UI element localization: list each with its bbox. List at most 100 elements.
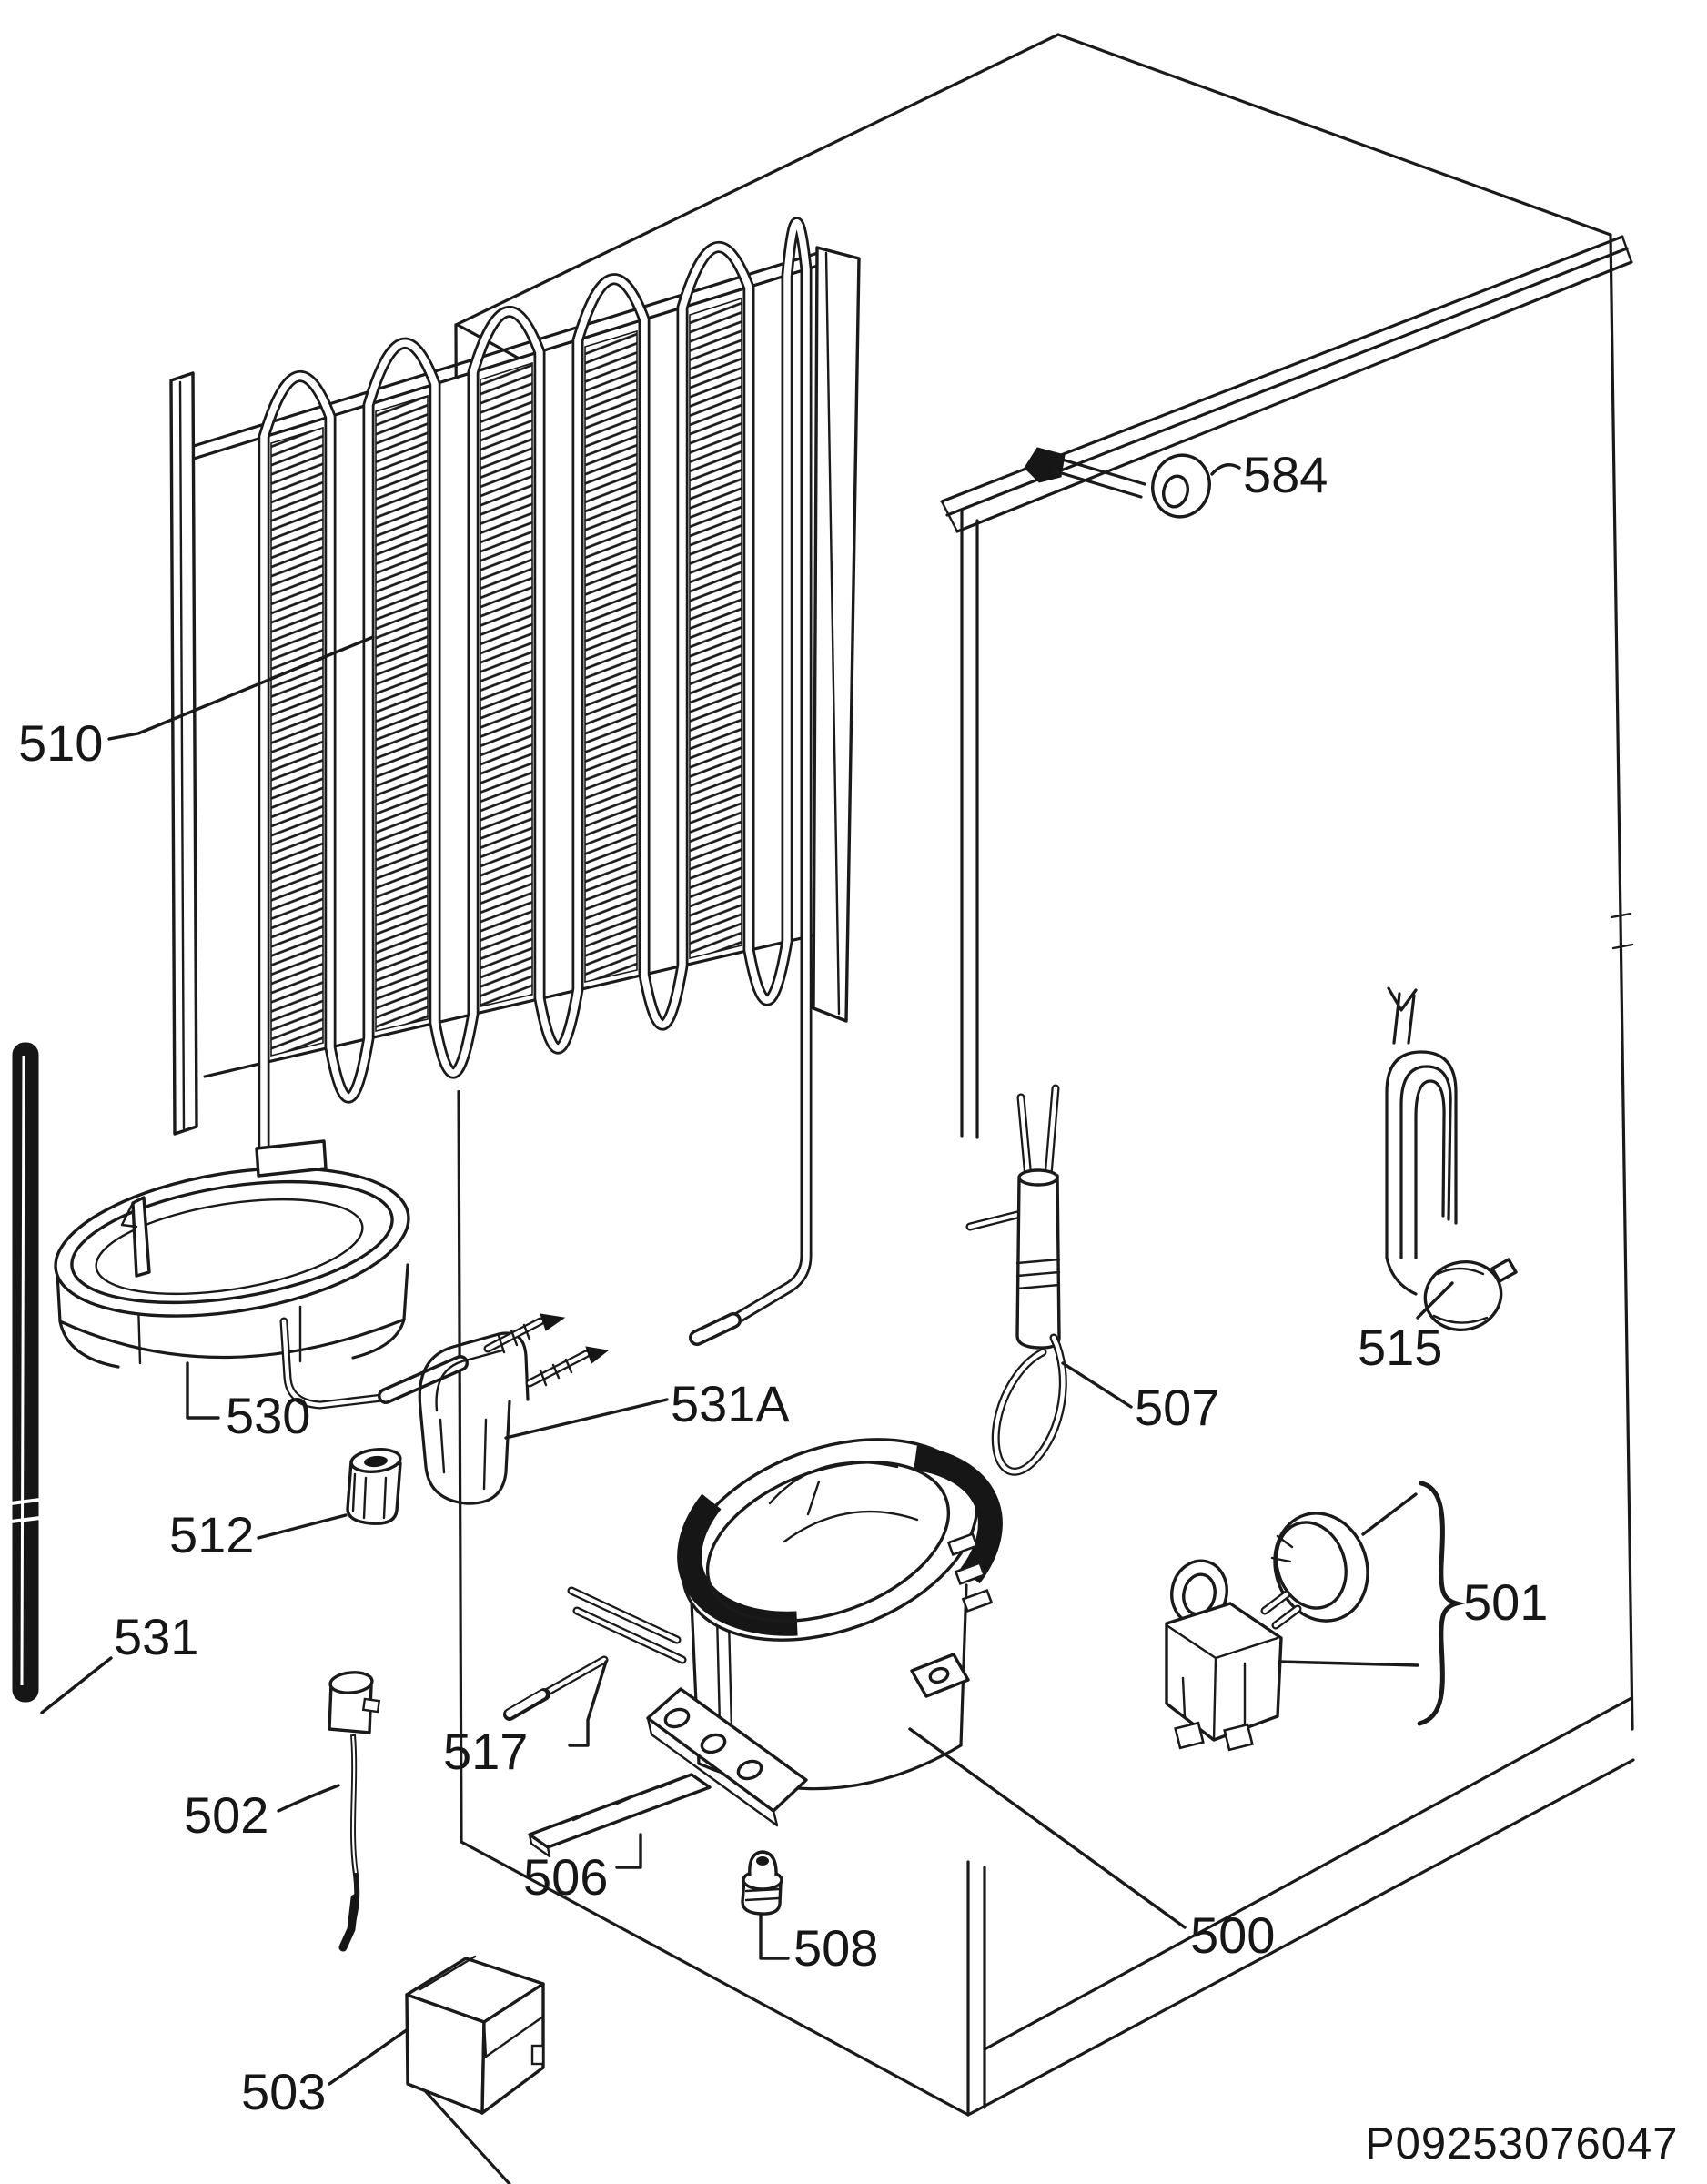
- leader-584: [1210, 463, 1241, 476]
- sensor-stem: [1054, 457, 1146, 499]
- label-531A: 531A: [671, 1375, 790, 1432]
- compressor-rim-outer: [681, 1438, 979, 1642]
- clip-screw-2-threads: [539, 1358, 573, 1387]
- leader-517: [568, 1660, 608, 1747]
- foot-hole-3: [736, 1759, 763, 1781]
- evaporator-510: [169, 223, 861, 1346]
- pipe-clip-531A: [418, 1313, 610, 1505]
- defrost-heater-515: [1385, 986, 1518, 1332]
- capillary-rod-517: [503, 1655, 609, 1721]
- evaporator-fins: [270, 297, 742, 1057]
- bushing-508: [741, 1850, 783, 1916]
- compressor-stub-2-inner: [574, 1608, 685, 1663]
- drier-loop-inner: [994, 1335, 1066, 1474]
- clip-saddle-inner: [435, 1349, 504, 1412]
- sensor-502: [328, 1671, 381, 1952]
- starter-relay-kit-501: [1165, 1481, 1466, 1752]
- tube-joint: [10, 1498, 41, 1523]
- starter-pin-2-inner: [1273, 1606, 1300, 1628]
- bushing-hole: [756, 1856, 769, 1866]
- leader-501-lower: [1278, 1660, 1419, 1667]
- leader-512: [257, 1513, 348, 1540]
- tube-highlight: [20, 1055, 25, 1686]
- tray-bottom-edge: [58, 1318, 406, 1360]
- drier-prong-2-inner: [1045, 1086, 1058, 1178]
- drier-top: [1017, 1168, 1059, 1187]
- heater-wire-split: [1387, 986, 1418, 1012]
- suction-tube-tip-inner: [692, 1315, 739, 1343]
- mount-bar-506: [528, 1773, 712, 1858]
- drier-grooves: [1015, 1258, 1061, 1290]
- cabinet-top-right-edge: [1056, 33, 1612, 237]
- heater-wires: [1392, 992, 1416, 1045]
- leader-507: [1061, 1361, 1133, 1409]
- label-510: 510: [18, 714, 103, 772]
- relay-body: [1165, 1602, 1283, 1742]
- compressor-stub-1-inner: [569, 1588, 680, 1643]
- rod-tip-inner: [506, 1691, 546, 1717]
- leader-515: [1416, 1281, 1454, 1320]
- evaporator-left-end-bar-line: [178, 380, 186, 1130]
- sensor-ring-hole: [1161, 474, 1190, 509]
- foot-hole-1: [663, 1707, 691, 1729]
- bushing-grooves: [744, 1887, 781, 1902]
- bar-depth: [528, 1833, 551, 1858]
- grommet-hatch: [351, 1472, 388, 1520]
- label-584: 584: [1243, 446, 1328, 503]
- grommet-512: [346, 1448, 402, 1525]
- label-508: 508: [793, 1919, 878, 1977]
- evaporator-right-end-plate: [812, 246, 861, 1023]
- leader-531: [40, 1656, 113, 1714]
- box-tab: [530, 2044, 545, 2066]
- leader-531A: [504, 1398, 669, 1440]
- label-531: 531: [114, 1608, 198, 1665]
- thermostat-sensor-584: [1024, 447, 1211, 519]
- drip-tray-530: [54, 1139, 469, 1410]
- clip-screw-1-threads: [497, 1323, 531, 1354]
- clip-screw-2-shaft-inner: [527, 1351, 589, 1386]
- compressor-500: [567, 1438, 1003, 1827]
- label-515: 515: [1358, 1319, 1442, 1376]
- tube-body: [12, 1042, 39, 1703]
- clip-saddle-outer: [418, 1331, 530, 1410]
- label-503: 503: [241, 2063, 326, 2120]
- label-501: 501: [1463, 1573, 1548, 1631]
- footer-part-code: P09253076047: [1365, 2119, 1678, 2169]
- compressor-nub-1: [946, 1532, 979, 1557]
- evaporator-left-end-bar: [169, 371, 198, 1136]
- bar-body: [528, 1773, 712, 1849]
- label-512: 512: [169, 1506, 254, 1563]
- heater-coil-outer: [1385, 1050, 1458, 1259]
- evaporator-bottom-rail: [203, 933, 819, 1078]
- evaporator-right-end-plate-line: [824, 251, 841, 1016]
- evaporator-top-rail-b: [180, 250, 823, 451]
- box-lid-lines: [419, 1955, 545, 2058]
- tray-post: [131, 1196, 151, 1278]
- grommet-hole: [364, 1455, 388, 1468]
- leader-506: [615, 1833, 642, 1869]
- label-502: 502: [184, 1786, 268, 1844]
- compressor-foot-plate-depth: [646, 1716, 779, 1827]
- sensor-cap: [328, 1671, 374, 1694]
- label-506: 506: [523, 1848, 608, 1906]
- leader-508: [759, 1913, 790, 1960]
- heater-plug: [1423, 1259, 1503, 1332]
- cabinet-right-edge: [1609, 233, 1634, 1731]
- sensor-flag: [1024, 447, 1066, 483]
- heater-plug-lines: [1432, 1267, 1489, 1324]
- tray-hook-arm-inner: [281, 1319, 385, 1408]
- compressor-nub-2: [954, 1561, 986, 1586]
- relay-body-lines: [1165, 1623, 1279, 1742]
- heater-coil-lead: [1385, 1256, 1418, 1296]
- sensor-wire-tip: [338, 1894, 359, 1952]
- heater-coil-inner: [1414, 1079, 1446, 1259]
- label-530: 530: [226, 1387, 310, 1444]
- leader-lines: [40, 463, 1454, 2086]
- compressor-nub-3: [961, 1588, 994, 1613]
- foot-hole-2: [700, 1733, 727, 1754]
- leader-530: [186, 1361, 220, 1420]
- cabinet-front-top-trim-3: [955, 260, 1633, 533]
- cabinet-bottom-edge-outer: [966, 1758, 1635, 2117]
- cabinet-left-lower-edge: [419, 2084, 511, 2184]
